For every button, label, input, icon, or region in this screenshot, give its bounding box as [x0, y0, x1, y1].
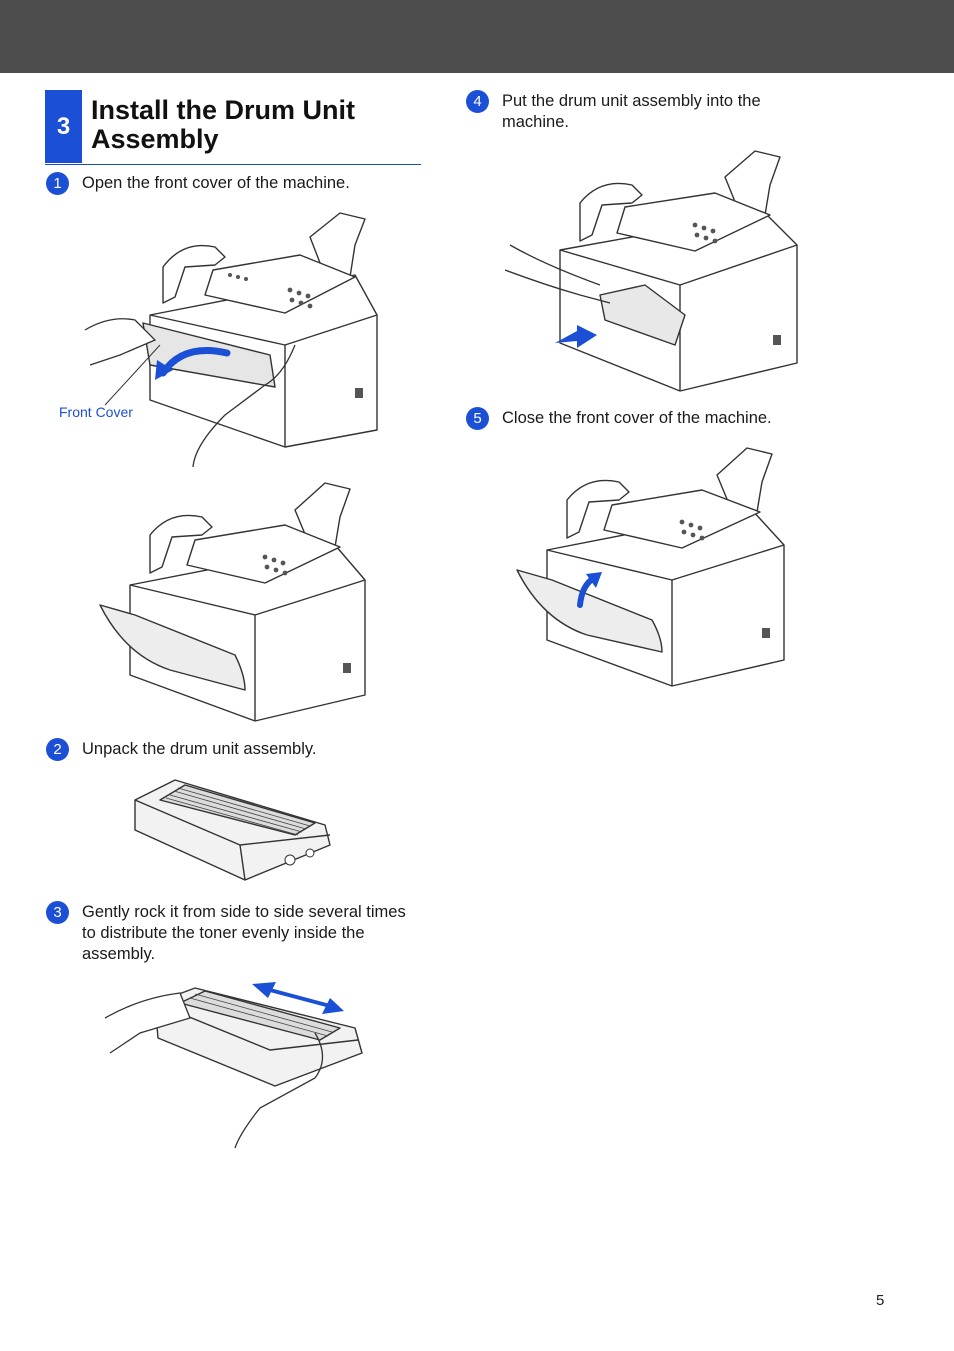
- step-text: Unpack the drum unit assembly.: [82, 740, 317, 758]
- section-heading: 3 Install the Drum Unit Assembly: [45, 90, 421, 165]
- illustration-cover-opened: [99, 482, 366, 722]
- header-bar: [0, 0, 954, 73]
- step-5: 5 Close the front cover of the machine.: [466, 407, 846, 431]
- illustration-drum-unit: [134, 779, 331, 881]
- step-text: Put the drum unit assembly into the mach…: [502, 92, 761, 131]
- step-marker: 3: [46, 901, 69, 924]
- illustration-rock-drum: [104, 982, 363, 1149]
- step-4: 4 Put the drum unit assembly into the ma…: [466, 90, 846, 136]
- page-number: 5: [876, 1292, 885, 1309]
- illustration-open-cover: [84, 212, 378, 468]
- step-text: Close the front cover of the machine.: [502, 409, 772, 427]
- step-marker: 2: [46, 738, 69, 761]
- step-text: Gently rock it from side to side several…: [82, 903, 406, 963]
- step-marker: 4: [466, 90, 489, 113]
- step-text: Open the front cover of the machine.: [82, 174, 350, 192]
- illustration-close-cover: [516, 447, 785, 687]
- section-number: 3: [45, 90, 82, 163]
- step-marker: 5: [466, 407, 489, 430]
- section-title: Install the Drum Unit Assembly: [91, 95, 356, 154]
- step-3: 3 Gently rock it from side to side sever…: [46, 901, 426, 967]
- front-cover-callout: Front Cover: [59, 404, 133, 420]
- step-marker: 1: [46, 172, 69, 195]
- step-2: 2 Unpack the drum unit assembly.: [46, 738, 426, 762]
- illustration-insert-drum: [505, 150, 798, 392]
- step-1: 1 Open the front cover of the machine.: [46, 172, 426, 196]
